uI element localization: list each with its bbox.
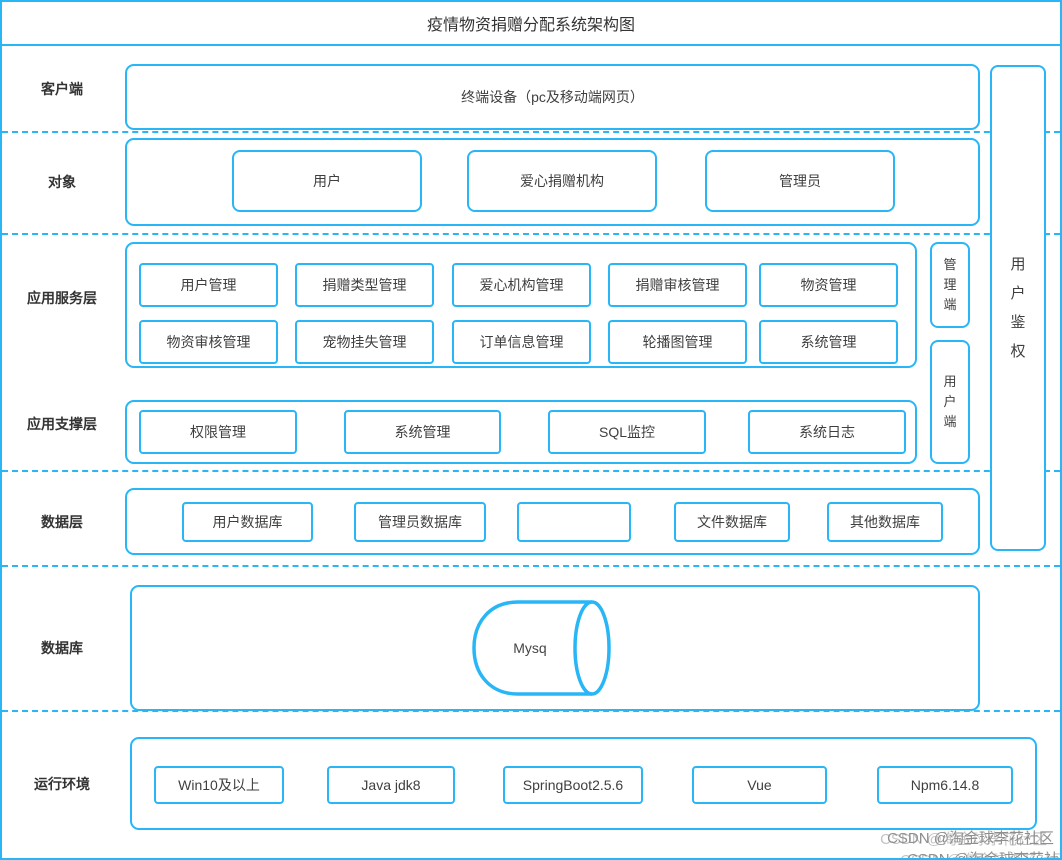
user-auth-box: 用户鉴权 bbox=[990, 65, 1046, 551]
row-label-service: 应用服务层 bbox=[27, 290, 97, 306]
service-box: 宠物挂失管理 bbox=[295, 320, 434, 364]
user-auth-label: 用户鉴权 bbox=[1010, 255, 1026, 361]
data-box-file-db: 文件数据库 bbox=[674, 502, 790, 542]
csdn-watermark-partial: CSDN @淘金球李花社区 bbox=[907, 851, 1062, 860]
support-box: 系统管理 bbox=[344, 410, 501, 454]
diagram-title: 疫情物资捐赠分配系统架构图 bbox=[2, 2, 1060, 46]
database-container bbox=[130, 585, 980, 711]
database-engine-label: Mysq bbox=[513, 640, 547, 656]
data-box-user-db: 用户数据库 bbox=[182, 502, 313, 542]
row-divider bbox=[2, 565, 1060, 567]
runtime-box-os: Win10及以上 bbox=[154, 766, 284, 804]
runtime-box-vue: Vue bbox=[692, 766, 827, 804]
object-box-admin: 管理员 bbox=[705, 150, 895, 212]
support-box: SQL监控 bbox=[548, 410, 706, 454]
data-box-admin-db: 管理员数据库 bbox=[354, 502, 486, 542]
runtime-box-springboot: SpringBoot2.5.6 bbox=[503, 766, 643, 804]
row-divider bbox=[2, 131, 1060, 133]
runtime-box-npm: Npm6.14.8 bbox=[877, 766, 1013, 804]
user-terminal-box: 用户端 bbox=[930, 340, 970, 464]
terminal-device-box: 终端设备（pc及移动端网页） bbox=[125, 64, 980, 130]
database-cylinder-icon bbox=[472, 600, 611, 696]
service-box: 物资审核管理 bbox=[139, 320, 278, 364]
csdn-watermark: CSDN @淘金球李花社区 bbox=[887, 830, 1054, 847]
object-box-charity-org: 爱心捐赠机构 bbox=[467, 150, 657, 212]
row-divider bbox=[2, 470, 1060, 472]
row-label-objects: 对象 bbox=[48, 174, 76, 190]
object-box-user: 用户 bbox=[232, 150, 422, 212]
row-label-data: 数据层 bbox=[41, 514, 83, 530]
service-box: 用户管理 bbox=[139, 263, 278, 307]
service-box: 订单信息管理 bbox=[452, 320, 591, 364]
data-box-other-db: 其他数据库 bbox=[827, 502, 943, 542]
runtime-box-java: Java jdk8 bbox=[327, 766, 455, 804]
admin-terminal-label: 管理端 bbox=[943, 256, 957, 313]
service-box: 物资管理 bbox=[759, 263, 898, 307]
service-box: 爱心机构管理 bbox=[452, 263, 591, 307]
row-label-database: 数据库 bbox=[41, 640, 83, 656]
user-terminal-label: 用户端 bbox=[943, 373, 957, 430]
row-label-support: 应用支撑层 bbox=[27, 416, 97, 432]
row-divider bbox=[2, 710, 1060, 712]
support-box: 权限管理 bbox=[139, 410, 297, 454]
row-label-client: 客户端 bbox=[41, 81, 83, 97]
admin-terminal-box: 管理端 bbox=[930, 242, 970, 328]
row-divider bbox=[2, 233, 1060, 235]
service-box: 捐赠审核管理 bbox=[608, 263, 747, 307]
service-box: 捐赠类型管理 bbox=[295, 263, 434, 307]
service-box: 轮播图管理 bbox=[608, 320, 747, 364]
service-box: 系统管理 bbox=[759, 320, 898, 364]
data-box-empty bbox=[517, 502, 631, 542]
support-box: 系统日志 bbox=[748, 410, 906, 454]
row-label-runtime: 运行环境 bbox=[34, 776, 90, 792]
